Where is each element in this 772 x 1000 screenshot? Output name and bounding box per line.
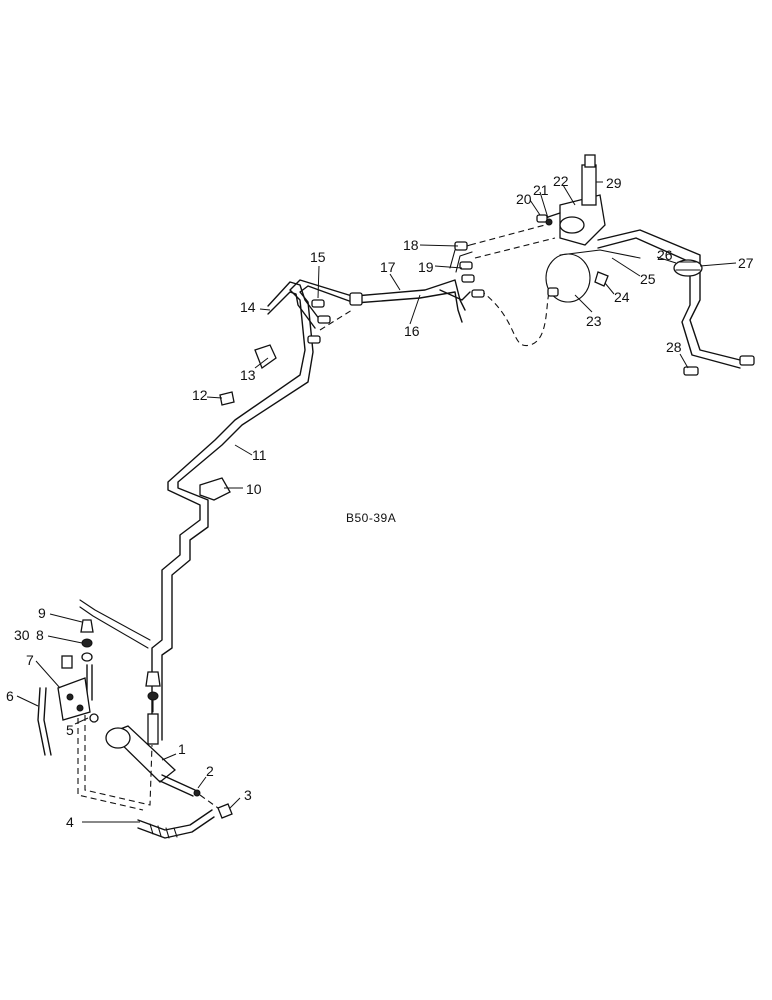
callout-6: 6 xyxy=(6,688,14,704)
upper-return-tube xyxy=(267,281,321,329)
callout-8: 8 xyxy=(36,627,44,643)
fitting-stack-8-9 xyxy=(80,619,94,701)
clamp-13 xyxy=(254,344,277,370)
callout-23: 23 xyxy=(586,313,602,329)
bolt-30 xyxy=(61,655,73,669)
callout-19: 19 xyxy=(418,259,434,275)
clip-24 xyxy=(594,271,609,287)
fitting-20 xyxy=(536,214,548,223)
fittings-15 xyxy=(307,292,363,344)
callout-17: 17 xyxy=(380,259,396,275)
callout-4: 4 xyxy=(66,814,74,830)
figure-reference-code: B50-39A xyxy=(346,511,396,525)
callout-25: 25 xyxy=(640,271,656,287)
fittings-19 xyxy=(459,261,559,298)
callout-22: 22 xyxy=(553,173,569,189)
callout-13: 13 xyxy=(240,367,256,383)
callout-18: 18 xyxy=(403,237,419,253)
callout-20: 20 xyxy=(516,191,532,207)
callout-9: 9 xyxy=(38,605,46,621)
callout-10: 10 xyxy=(246,481,262,497)
seal-2 xyxy=(193,789,201,797)
callout-12: 12 xyxy=(192,387,208,403)
union-28 xyxy=(683,366,699,376)
clamp-12 xyxy=(219,391,235,406)
callout-11: 11 xyxy=(252,447,267,463)
callout-21: 21 xyxy=(533,182,549,198)
callout-labels: 1 2 3 4 5 6 7 8 9 30 10 11 12 13 14 15 1… xyxy=(6,173,754,830)
pressure-tubes-16-17 xyxy=(354,244,473,323)
steering-control-valve xyxy=(544,154,606,246)
right-tube-assembly xyxy=(559,229,741,369)
steering-tube-assembly xyxy=(79,279,353,741)
callout-7: 7 xyxy=(26,652,34,668)
nut-3 xyxy=(217,803,233,819)
callout-29: 29 xyxy=(606,175,622,191)
callout-24: 24 xyxy=(614,289,630,305)
callout-5: 5 xyxy=(66,722,74,738)
union-28b xyxy=(739,355,755,366)
callout-15: 15 xyxy=(310,249,326,265)
hose-4 xyxy=(137,809,215,839)
callout-28: 28 xyxy=(666,339,682,355)
clamp-10 xyxy=(199,477,231,501)
callout-1: 1 xyxy=(178,741,186,757)
clip-27 xyxy=(673,259,703,277)
callout-26: 26 xyxy=(657,247,673,263)
steering-cylinder-1 xyxy=(105,713,196,797)
callout-2: 2 xyxy=(206,763,214,779)
callout-3: 3 xyxy=(244,787,252,803)
leader-lines xyxy=(16,181,737,823)
callout-27: 27 xyxy=(738,255,754,271)
hose-6 xyxy=(37,687,46,756)
callout-14: 14 xyxy=(240,299,256,315)
valve-block-7 xyxy=(57,677,91,721)
fitting-stack-cylinder xyxy=(145,671,161,713)
callout-16: 16 xyxy=(404,323,420,339)
callout-30: 30 xyxy=(14,627,30,643)
o-ring-21 xyxy=(545,218,553,226)
